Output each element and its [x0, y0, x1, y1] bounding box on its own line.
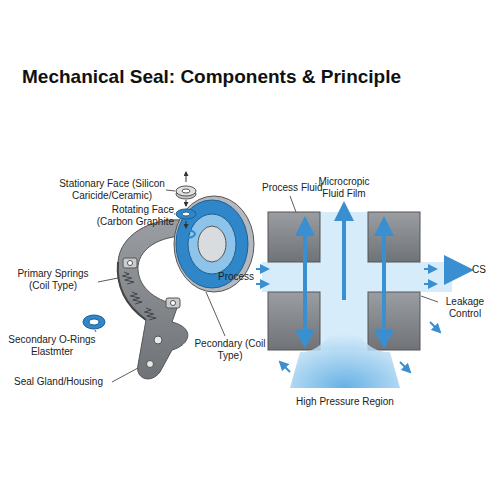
side-arrows [256, 269, 468, 372]
part-label: Pecondary (Coil Type) [190, 338, 270, 362]
coil-springs [122, 272, 156, 320]
stationary-face [176, 186, 196, 199]
part-label: Rotating Face (Carbon Graphite [96, 204, 174, 228]
o-ring [177, 230, 195, 238]
rotating-face [176, 209, 196, 219]
spring-coil [130, 292, 142, 304]
part-label: Secondary O-Rings Elastmter [8, 334, 96, 358]
diagram-title: Mechanical Seal: Components & Principle [22, 66, 401, 88]
spring-coil [122, 272, 134, 284]
part-label: High Pressure Region [290, 396, 400, 408]
part-label: Microcropic Fluid Film [312, 176, 376, 200]
part-label: Leakage Control [440, 296, 490, 320]
part-label: Seal Gland/Housing [14, 376, 114, 388]
part-label: CS [472, 264, 496, 276]
spring-coil [144, 308, 156, 320]
part-label: Process [218, 271, 258, 283]
part-label: Stationary Face (Silicon Caricide/Cerami… [58, 178, 166, 202]
part-label: Primary Springs (Coil Type) [8, 268, 98, 292]
flow-arrows [305, 205, 384, 345]
secondary-o-ring [83, 315, 105, 329]
